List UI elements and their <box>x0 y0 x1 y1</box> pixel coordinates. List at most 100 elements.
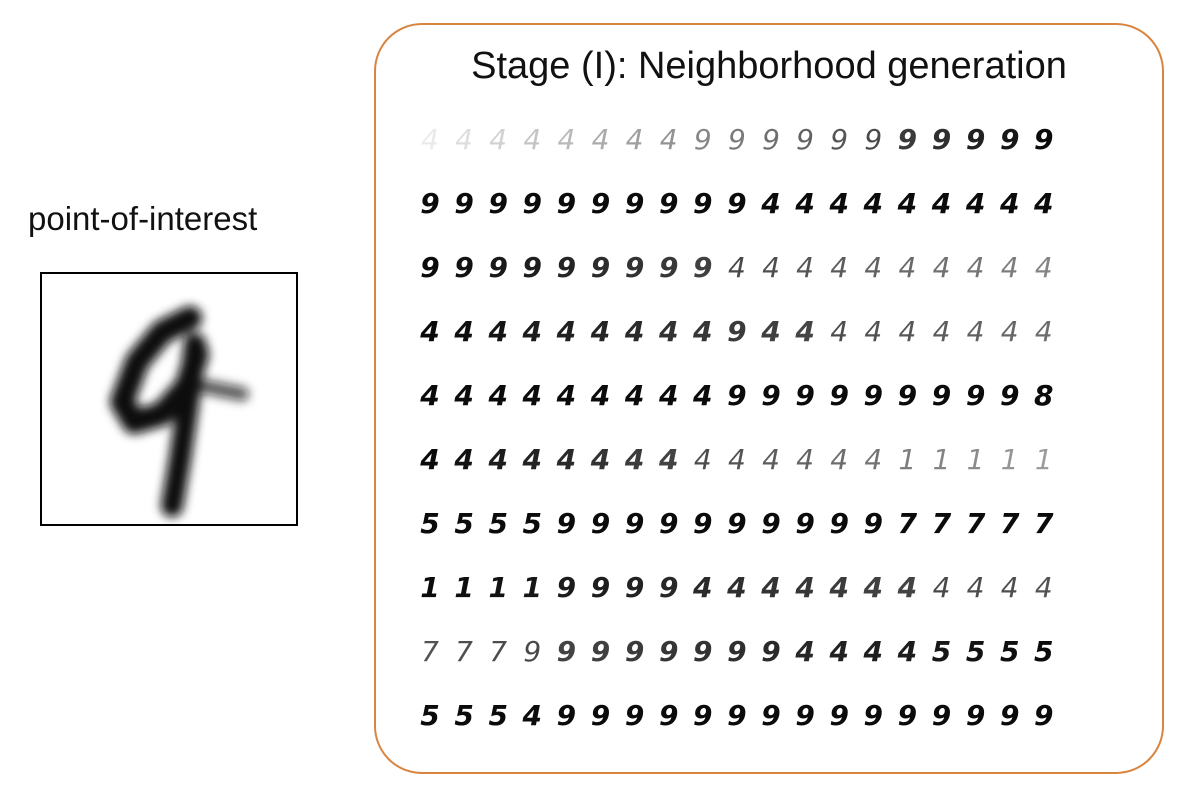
generated-digit-r4-c7: 4 <box>624 315 644 348</box>
generated-digit-r10-c7: 9 <box>625 699 644 732</box>
generated-digit-r9-c5: 9 <box>557 635 576 668</box>
generated-digit-r1-c15: 9 <box>898 123 917 156</box>
generated-digit-r4-c1: 4 <box>419 315 439 348</box>
generated-digit-r3-c3: 9 <box>488 251 507 284</box>
generated-digit-r7-c8: 9 <box>659 507 678 540</box>
generated-digit-r9-c3: 7 <box>489 635 507 668</box>
generated-digit-r4-c17: 4 <box>967 315 985 348</box>
generated-digit-r5-c6: 4 <box>590 379 610 412</box>
generated-digit-r1-c12: 9 <box>796 123 814 156</box>
generated-digit-r3-c18: 4 <box>1001 251 1019 284</box>
generated-digit-r7-c15: 7 <box>898 507 918 540</box>
generated-digit-r6-c15: 1 <box>898 443 916 476</box>
generated-digit-r6-c10: 4 <box>728 443 746 476</box>
generated-digit-r10-c19: 9 <box>1034 699 1053 732</box>
generated-digit-r8-c8: 9 <box>659 571 678 604</box>
generated-digit-r5-c11: 9 <box>761 379 780 412</box>
generated-digit-r2-c4: 9 <box>523 187 542 220</box>
generated-digit-r5-c15: 9 <box>898 379 917 412</box>
generated-digit-r8-c2: 1 <box>454 571 473 604</box>
generated-digit-r4-c10: 9 <box>727 315 746 348</box>
generated-digit-r2-c18: 4 <box>999 187 1019 220</box>
generated-digit-r3-c1: 9 <box>420 251 439 284</box>
generated-digit-r7-c13: 9 <box>829 507 848 540</box>
generated-digit-r2-c6: 9 <box>591 187 610 220</box>
generated-digit-r4-c6: 4 <box>590 315 610 348</box>
generated-digit-r10-c16: 9 <box>932 699 951 732</box>
generated-digit-r8-c5: 9 <box>557 571 576 604</box>
generated-digit-r6-c18: 1 <box>1001 443 1019 476</box>
generated-digit-r6-c11: 4 <box>762 443 780 476</box>
generated-digit-r9-c8: 9 <box>659 635 678 668</box>
generated-digit-r4-c19: 4 <box>1035 315 1053 348</box>
generated-digit-r3-c6: 9 <box>591 251 610 284</box>
generated-digit-r3-c9: 9 <box>693 251 712 284</box>
generated-digit-r6-c9: 4 <box>694 443 712 476</box>
generated-digit-r8-c10: 4 <box>726 571 746 604</box>
generated-digit-r10-c3: 5 <box>488 699 507 732</box>
generated-digit-r10-c1: 5 <box>420 699 439 732</box>
generated-digit-r1-c14: 9 <box>864 123 882 156</box>
generated-digit-r3-c10: 4 <box>728 251 746 284</box>
generated-digit-r7-c6: 9 <box>591 507 610 540</box>
generated-digit-r9-c16: 5 <box>932 635 951 668</box>
generated-digit-r7-c9: 9 <box>693 507 712 540</box>
generated-digit-r5-c16: 9 <box>932 379 951 412</box>
generated-digit-r2-c11: 4 <box>760 187 780 220</box>
generated-digit-r8-c6: 9 <box>591 571 610 604</box>
point-of-interest-label: point-of-interest <box>28 200 258 237</box>
generated-digit-r8-c17: 4 <box>967 571 985 604</box>
generated-digit-r2-c13: 4 <box>828 187 848 220</box>
generated-digit-r9-c13: 4 <box>828 635 848 668</box>
generated-digit-r6-c19: 1 <box>1035 443 1053 476</box>
generated-digit-r3-c12: 4 <box>796 251 814 284</box>
point-of-interest-image <box>40 272 298 526</box>
generated-digit-r5-c1: 4 <box>419 379 439 412</box>
generated-digit-r1-c6: 4 <box>592 123 610 156</box>
generated-digit-r2-c8: 9 <box>659 187 678 220</box>
generated-digit-r6-c14: 4 <box>864 443 882 476</box>
generated-digit-r6-c2: 4 <box>453 443 473 476</box>
generated-digit-r2-c1: 9 <box>420 187 439 220</box>
generated-digit-r10-c11: 9 <box>761 699 780 732</box>
generated-digit-r4-c5: 4 <box>556 315 576 348</box>
handwritten-nine-digit-icon <box>110 306 249 517</box>
generated-digit-r9-c9: 9 <box>693 635 712 668</box>
generated-digit-r7-c14: 9 <box>864 507 883 540</box>
generated-digit-r9-c14: 4 <box>863 635 883 668</box>
generated-digit-r3-c19: 4 <box>1035 251 1053 284</box>
generated-digit-r10-c4: 4 <box>522 699 542 732</box>
generated-digit-r1-c7: 4 <box>626 123 644 156</box>
generated-digit-r2-c14: 4 <box>863 187 883 220</box>
generated-digit-r4-c15: 4 <box>898 315 916 348</box>
generated-digit-r6-c8: 4 <box>658 443 678 476</box>
generated-digit-r8-c12: 4 <box>794 571 814 604</box>
generated-digit-r3-c4: 9 <box>523 251 542 284</box>
generated-digit-r2-c3: 9 <box>488 187 507 220</box>
generated-digit-r9-c6: 9 <box>591 635 610 668</box>
generated-digit-r9-c18: 5 <box>1000 635 1019 668</box>
generated-digit-r10-c15: 9 <box>898 699 917 732</box>
generated-digit-r8-c15: 4 <box>897 571 917 604</box>
generated-digit-r8-c16: 4 <box>933 571 951 604</box>
generated-digit-r5-c17: 9 <box>966 379 985 412</box>
generated-digit-r5-c3: 4 <box>487 379 507 412</box>
generated-digit-r4-c11: 4 <box>760 315 780 348</box>
generated-digit-r3-c11: 4 <box>762 251 780 284</box>
generated-digit-r8-c18: 4 <box>1001 571 1019 604</box>
generated-digit-r2-c7: 9 <box>625 187 644 220</box>
generated-digit-r6-c3: 4 <box>487 443 507 476</box>
generated-digit-r8-c19: 4 <box>1035 571 1053 604</box>
generated-digit-r4-c16: 4 <box>933 315 951 348</box>
generated-digit-r10-c5: 9 <box>557 699 576 732</box>
generated-digit-r1-c8: 4 <box>660 123 678 156</box>
generated-digit-r9-c12: 4 <box>794 635 814 668</box>
generated-digit-r4-c18: 4 <box>1001 315 1019 348</box>
generated-digit-r5-c12: 9 <box>795 379 814 412</box>
generated-digit-r5-c9: 4 <box>692 379 712 412</box>
generated-digit-r7-c1: 5 <box>420 507 439 540</box>
generated-digit-r5-c5: 4 <box>556 379 576 412</box>
generated-digit-r2-c16: 4 <box>931 187 951 220</box>
